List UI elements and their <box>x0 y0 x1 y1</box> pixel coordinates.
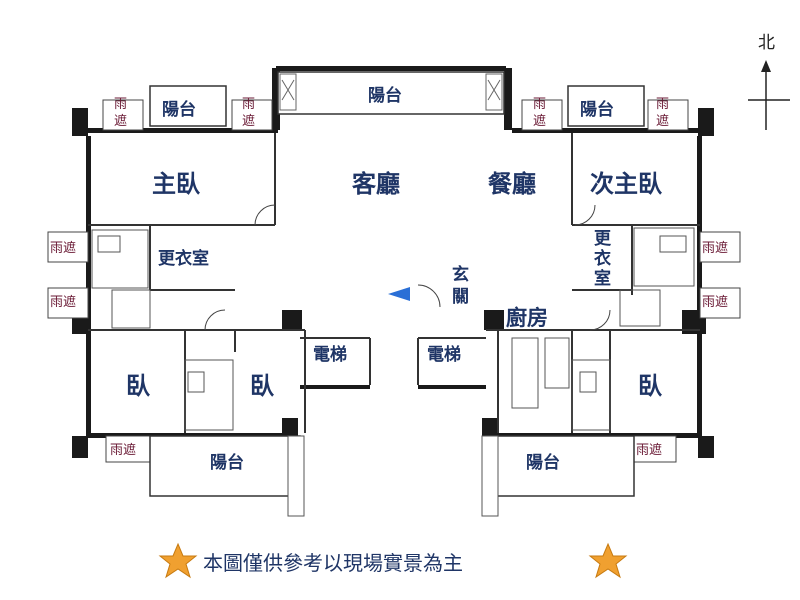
balcony-label-top-center: 陽台 <box>368 85 402 106</box>
entrance-char-1: 玄 <box>452 264 469 285</box>
compass-north-label: 北 <box>758 33 775 53</box>
north-compass: 北 <box>748 33 790 130</box>
room-label-dining: 餐廳 <box>488 170 536 198</box>
room-label-second-master: 次主臥 <box>590 170 663 198</box>
rain-left-upper: 雨遮 <box>50 240 76 256</box>
room-label-elevator-right: 電梯 <box>427 344 461 365</box>
rain-top-right-a-2: 遮 <box>533 113 546 129</box>
rain-top-right-a-1: 雨 <box>533 97 546 112</box>
interior-walls <box>88 133 700 433</box>
room-label-kitchen: 廚房 <box>506 306 548 330</box>
rain-top-left-a-2: 遮 <box>114 113 127 129</box>
room-label-master: 主臥 <box>152 170 201 198</box>
closet-right-char-1: 更 <box>594 229 612 249</box>
room-label-closet-right: 更 衣 室 <box>594 229 612 289</box>
disclaimer-text: 本圖僅供參考以現場實景為主 <box>203 551 463 575</box>
bathroom-fixtures <box>91 227 695 431</box>
room-label-entrance: 玄 關 <box>452 264 469 307</box>
room-label-bedroom-left-b: 臥 <box>250 372 275 400</box>
balcony-top-right <box>521 85 689 131</box>
room-label-bedroom-left-a: 臥 <box>126 372 151 400</box>
closet-right-char-2: 衣 <box>594 248 611 269</box>
room-label-elevator-left: 電梯 <box>313 344 347 365</box>
rain-right-lower: 雨遮 <box>702 294 728 310</box>
balcony-bottom-left <box>149 435 305 517</box>
closet-right-char-3: 室 <box>594 268 611 289</box>
room-label-living: 客廳 <box>352 170 400 198</box>
balcony-label-bottom-left: 陽台 <box>210 452 244 473</box>
balcony-bottom-right <box>481 435 635 517</box>
rain-top-right-b-1: 雨 <box>656 97 669 112</box>
rain-labels-side: 雨遮 雨遮 雨遮 雨遮 雨遮 雨遮 <box>50 240 728 458</box>
room-label-bedroom-right: 臥 <box>638 372 663 400</box>
entrance-char-2: 關 <box>452 287 469 307</box>
rain-top-left-a-1: 雨 <box>114 97 127 112</box>
balcony-top-center <box>277 71 505 115</box>
rain-bottom-right: 雨遮 <box>636 442 662 458</box>
rain-labels-top: 雨 遮 雨 遮 雨 遮 雨 遮 <box>114 97 669 129</box>
star-icon-right <box>588 542 628 579</box>
rain-left-lower: 雨遮 <box>50 294 76 310</box>
door-swings <box>204 204 611 331</box>
balcony-label-top-right: 陽台 <box>580 99 614 120</box>
room-label-closet-left: 更衣室 <box>158 248 209 269</box>
disclaimer: 本圖僅供參考以現場實景為主 <box>158 542 628 579</box>
rain-right-upper: 雨遮 <box>702 240 728 256</box>
rain-bottom-left: 雨遮 <box>110 442 136 458</box>
entrance-arrow-icon <box>388 287 410 301</box>
main-floor-area <box>88 130 700 435</box>
side-rain-shelters <box>47 231 741 463</box>
balcony-top-left <box>102 85 273 131</box>
balcony-label-bottom-right: 陽台 <box>526 452 560 473</box>
star-icon-left <box>158 542 198 579</box>
rain-top-left-b-1: 雨 <box>242 97 255 112</box>
rain-top-right-b-2: 遮 <box>656 113 669 129</box>
rain-top-left-b-2: 遮 <box>242 113 255 129</box>
balcony-label-top-left: 陽台 <box>162 99 196 120</box>
